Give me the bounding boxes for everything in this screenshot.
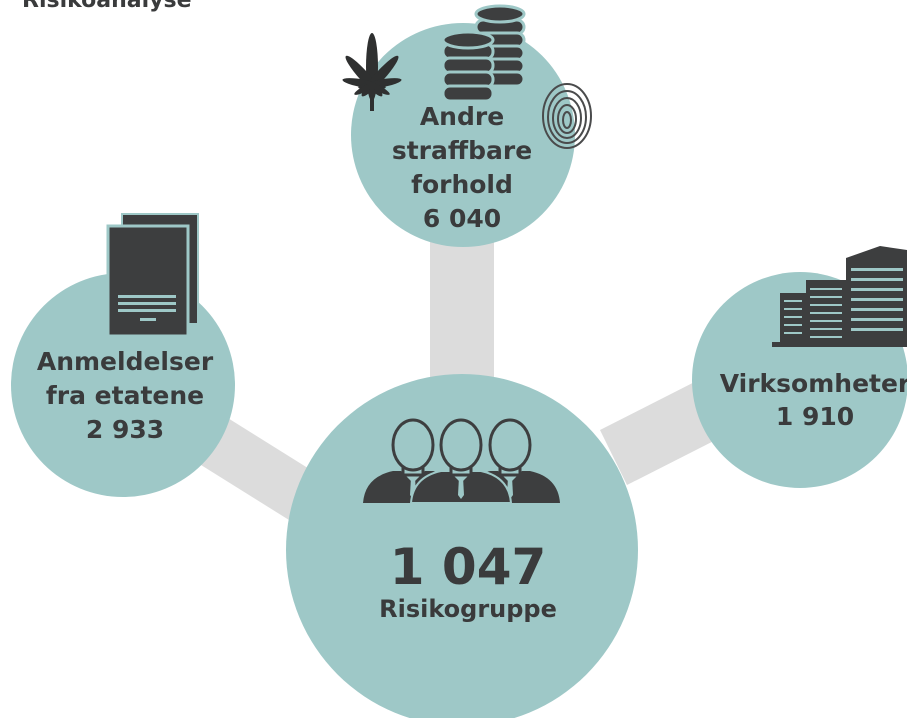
fingerprint-icon [542,83,592,149]
coin-stack-icon [441,4,526,103]
node-left-line: fra etatene [45,381,205,410]
node-left-label: Anmeldelser fra etatene 2 933 [5,345,245,447]
people-group-icon [363,418,560,504]
node-left-line: Anmeldelser [36,347,214,376]
documents-icon [106,213,199,338]
node-right-line: Virksomheter [719,369,907,398]
node-top-label: Andre straffbare forhold 6 040 [362,100,562,236]
node-right-label: Virksomheter 1 910 [700,367,907,433]
office-buildings-icon [772,246,907,347]
node-right-value: 1 910 [775,402,855,431]
center-circle [286,374,638,718]
node-top-line: Andre [419,102,505,131]
node-top-value: 6 040 [422,204,502,233]
center-label: Risikogruppe [379,595,557,623]
center-value: 1 047 [389,538,547,596]
node-left-value: 2 933 [85,415,165,444]
header-cut-text: Risikoanalyse [22,0,192,13]
node-top-line: forhold [411,170,513,199]
node-top-line: straffbare [391,136,533,165]
cannabis-leaf-icon [342,33,402,111]
